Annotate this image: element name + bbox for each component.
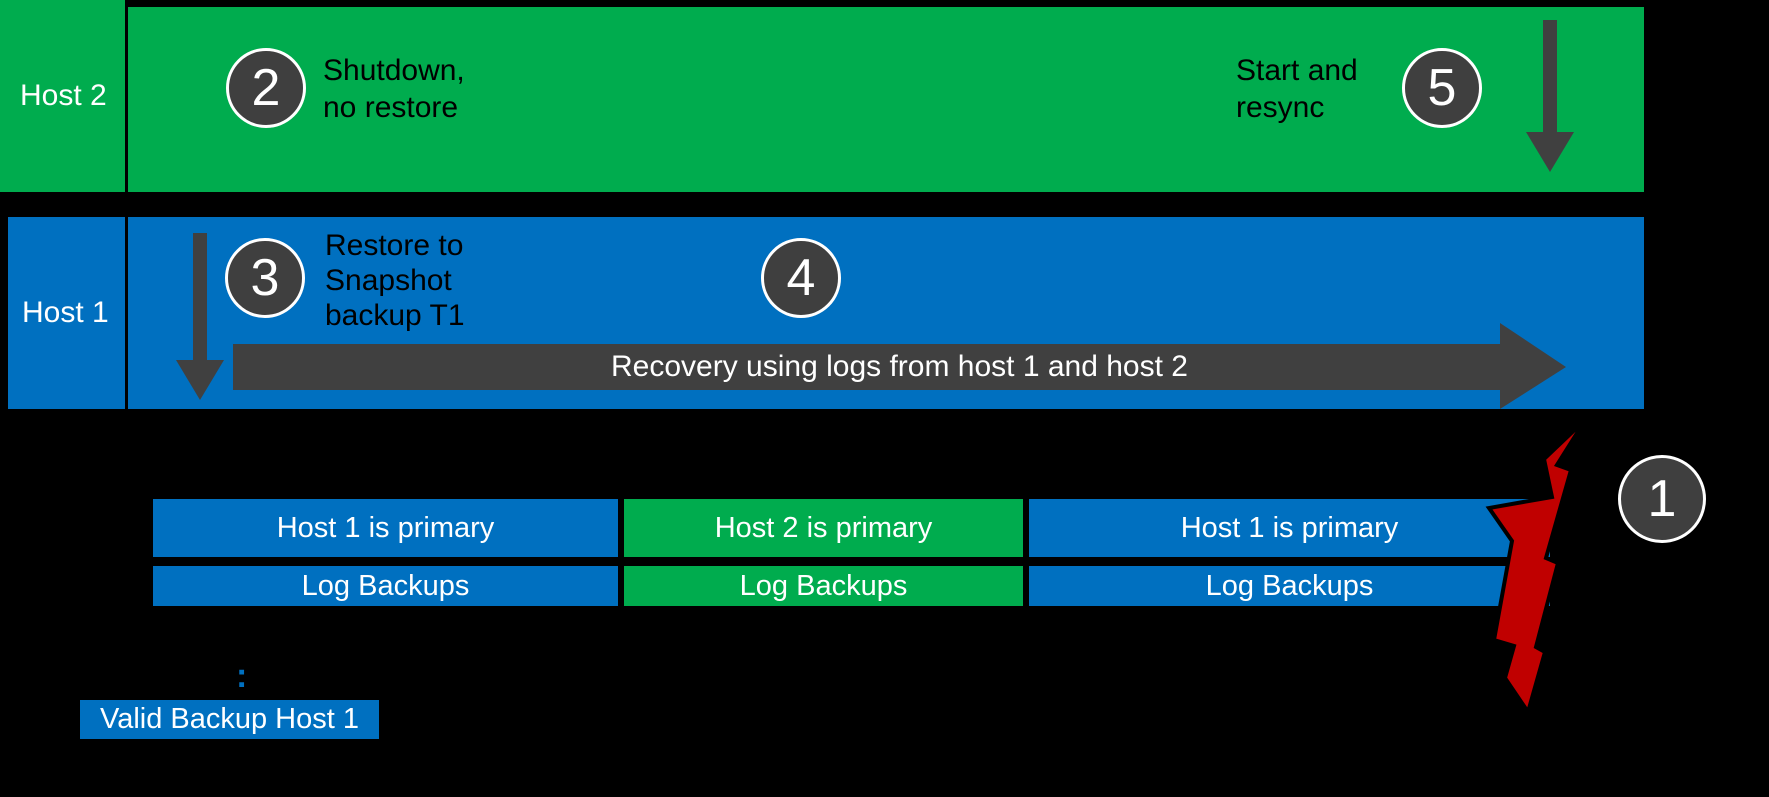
step-2-badge: 2 <box>226 48 306 128</box>
step-4-badge: 4 <box>761 238 841 318</box>
valid-backup-label-text: Valid Backup Host 1 <box>100 703 359 735</box>
step-3-number: 3 <box>250 249 280 307</box>
primary-segment-1: Host 1 is primary <box>153 499 618 557</box>
primary-segment-1-label: Host 1 is primary <box>276 511 495 544</box>
host2-lane-label: Host 2 <box>0 0 125 192</box>
log-backups-segment-1-label: Log Backups <box>301 569 470 602</box>
footnote-colon: : <box>236 657 248 695</box>
log-backups-segment-3-label: Log Backups <box>1205 569 1374 602</box>
step-3-line1: Restore to <box>325 229 464 262</box>
host1-label-text: Host 1 <box>22 296 109 329</box>
step-3-line2: Snapshot <box>325 264 452 297</box>
primary-segment-3: Host 1 is primary <box>1029 499 1550 557</box>
step-5-text: Start and resync <box>1236 52 1358 126</box>
recovery-arrowhead-icon <box>1500 323 1566 409</box>
recovery-arrow-bar <box>233 344 1500 390</box>
log-backups-segment-3: Log Backups <box>1029 566 1550 606</box>
step-3-line3: backup T1 <box>325 299 465 332</box>
step-3-badge: 3 <box>225 238 305 318</box>
step-2-line2: no restore <box>323 91 459 124</box>
recovery-arrow-label: Recovery using logs from host 1 and host… <box>611 350 1188 383</box>
host2-down-arrow-icon <box>1526 20 1574 172</box>
primary-segment-2: Host 2 is primary <box>624 499 1023 557</box>
host1-lane-label: Host 1 <box>8 217 125 409</box>
log-backups-segment-2: Log Backups <box>624 566 1023 606</box>
host1-down-arrow-icon <box>176 233 224 400</box>
step-3-text: Restore to Snapshot backup T1 <box>325 228 465 333</box>
log-backups-segment-1: Log Backups <box>153 566 618 606</box>
lightning-bolt-icon <box>1485 417 1588 715</box>
step-4-number: 4 <box>786 249 816 307</box>
step-2-line1: Shutdown, <box>323 54 465 87</box>
step-5-badge: 5 <box>1402 48 1482 128</box>
primary-segment-3-label: Host 1 is primary <box>1180 511 1399 544</box>
log-backups-segment-2-label: Log Backups <box>739 569 908 602</box>
valid-backup-label: Valid Backup Host 1 <box>80 700 379 739</box>
step-2-text: Shutdown, no restore <box>323 52 465 126</box>
primary-segment-2-label: Host 2 is primary <box>714 511 933 544</box>
host2-label-text: Host 2 <box>20 79 107 112</box>
step-5-line2: resync <box>1236 91 1325 124</box>
step-1-badge: 1 <box>1618 455 1706 543</box>
step-1-number: 1 <box>1647 470 1677 528</box>
host2-lane-bar <box>128 7 1644 192</box>
step-5-number: 5 <box>1427 59 1457 117</box>
step-2-number: 2 <box>251 59 281 117</box>
step-5-line1: Start and <box>1236 54 1358 87</box>
